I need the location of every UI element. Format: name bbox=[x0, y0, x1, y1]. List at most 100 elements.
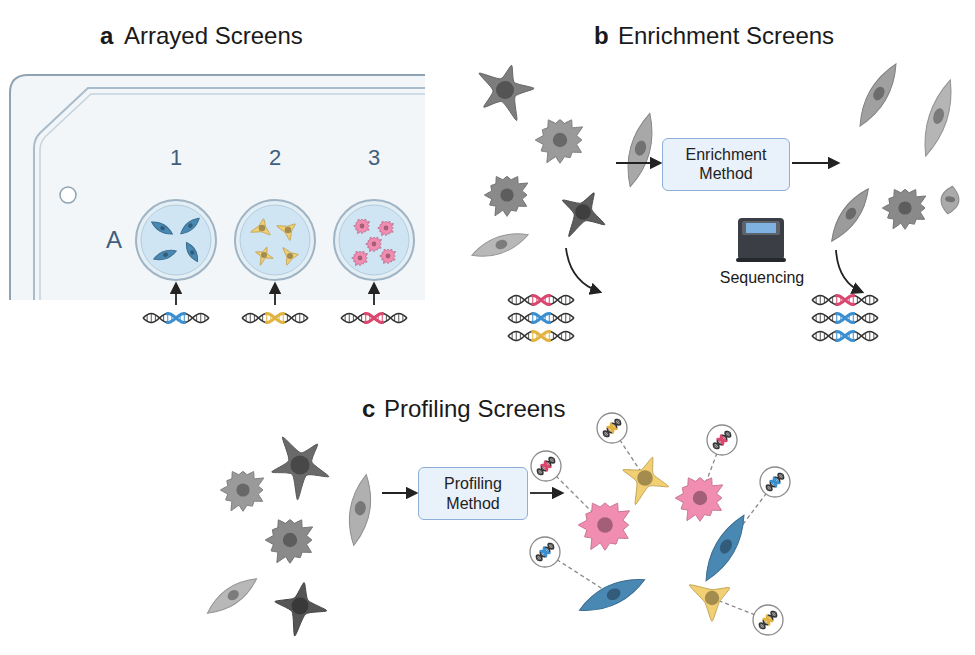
cell-nucleus bbox=[360, 224, 365, 229]
cell-body bbox=[283, 248, 298, 265]
cell-body bbox=[479, 65, 534, 120]
dna-icon bbox=[758, 610, 779, 631]
dna-highlight bbox=[166, 314, 186, 323]
cell-nucleus bbox=[372, 242, 377, 247]
row-letter: A bbox=[106, 226, 122, 254]
dna-highlight bbox=[541, 461, 551, 471]
badge-circle bbox=[531, 451, 561, 481]
barcode-badge bbox=[530, 537, 560, 567]
column-number: 2 bbox=[269, 145, 281, 171]
cell-body bbox=[917, 77, 959, 159]
cell-body bbox=[939, 185, 962, 216]
dna-strand bbox=[758, 610, 778, 630]
dna-highlight bbox=[717, 435, 727, 445]
dna-highlight bbox=[531, 296, 551, 305]
dna-icon bbox=[143, 314, 209, 323]
stellate-cell bbox=[578, 503, 629, 550]
dna-highlight bbox=[364, 314, 384, 323]
spindle-cell bbox=[344, 473, 376, 547]
dna-icon bbox=[508, 296, 574, 305]
cell-body bbox=[203, 572, 262, 620]
panel-heading: Arrayed Screens bbox=[124, 22, 303, 50]
cell-nucleus bbox=[290, 455, 309, 474]
dna-rung bbox=[565, 314, 566, 323]
spindle-cell bbox=[152, 247, 177, 262]
panel-letter: b bbox=[594, 22, 609, 50]
dna-rung bbox=[820, 332, 821, 341]
plate-notch bbox=[60, 187, 76, 203]
dna-highlight bbox=[540, 547, 550, 557]
dna-strand bbox=[242, 314, 308, 323]
cell-body bbox=[183, 241, 200, 264]
well bbox=[339, 205, 409, 275]
badge-circle bbox=[760, 467, 790, 497]
dna-highlight bbox=[531, 296, 551, 305]
dna-icon bbox=[341, 314, 407, 323]
cell-nucleus bbox=[261, 252, 267, 258]
stellate-cell bbox=[220, 471, 263, 511]
cell-body bbox=[380, 249, 396, 264]
dna-strand bbox=[812, 332, 878, 341]
dna-icon bbox=[508, 332, 574, 341]
dna-rung bbox=[565, 296, 566, 305]
badge-circle bbox=[753, 605, 783, 635]
cell-body bbox=[698, 510, 753, 586]
dna-strand bbox=[712, 430, 732, 450]
dna-rung bbox=[299, 314, 300, 323]
badge-dna bbox=[535, 542, 556, 563]
cell-body bbox=[220, 471, 263, 511]
cell-nucleus bbox=[553, 133, 567, 147]
stellate-cell bbox=[352, 251, 368, 266]
cell-body bbox=[251, 219, 270, 235]
spindle-cell bbox=[917, 77, 959, 159]
insert-arrow bbox=[373, 284, 375, 305]
spindle-cell bbox=[852, 59, 904, 130]
spindle-cell bbox=[150, 219, 175, 237]
dna-highlight bbox=[540, 547, 550, 557]
cell-nucleus bbox=[187, 222, 193, 228]
sequencer-icon bbox=[736, 218, 786, 262]
dna-highlight bbox=[265, 314, 285, 323]
cell-body bbox=[882, 189, 925, 229]
cell-body bbox=[852, 59, 904, 130]
box-label: Enrichment Method bbox=[663, 145, 789, 183]
cell-nucleus bbox=[500, 188, 513, 201]
cell-nucleus bbox=[287, 253, 293, 259]
stellate-cell bbox=[265, 520, 312, 564]
panel-letter: a bbox=[100, 22, 113, 50]
cell-nucleus bbox=[494, 238, 508, 251]
dna-strand bbox=[812, 332, 878, 341]
cell-body bbox=[265, 520, 312, 564]
dna-strand bbox=[765, 472, 785, 492]
process-arrow bbox=[530, 492, 562, 494]
spindle-cell bbox=[178, 215, 201, 236]
dna-highlight bbox=[166, 314, 186, 323]
step-label: Sequencing bbox=[720, 269, 805, 287]
well bbox=[240, 205, 310, 275]
dna-icon bbox=[712, 430, 733, 451]
dna-icon bbox=[765, 472, 786, 493]
badge-dna bbox=[602, 418, 623, 439]
process-arrow bbox=[382, 492, 416, 494]
process-arrow bbox=[616, 162, 660, 164]
dna-rung bbox=[398, 314, 399, 323]
cell-nucleus bbox=[945, 196, 956, 203]
cell-nucleus bbox=[597, 517, 613, 533]
dna-strand bbox=[341, 314, 407, 323]
dna-strand bbox=[508, 314, 574, 323]
dna-strand bbox=[341, 314, 407, 323]
plate-inner-rim bbox=[34, 88, 425, 300]
spindle-cell bbox=[183, 241, 200, 264]
well bbox=[141, 205, 211, 275]
cell-body bbox=[277, 224, 295, 241]
dna-strand bbox=[508, 296, 574, 305]
dna-highlight bbox=[541, 461, 551, 471]
cell-body bbox=[366, 237, 382, 252]
spindle-cell bbox=[621, 111, 660, 189]
plate-inner-rim bbox=[40, 94, 425, 300]
cell-nucleus bbox=[931, 107, 946, 125]
cell-body bbox=[255, 247, 273, 265]
sequencer-body bbox=[738, 218, 784, 260]
